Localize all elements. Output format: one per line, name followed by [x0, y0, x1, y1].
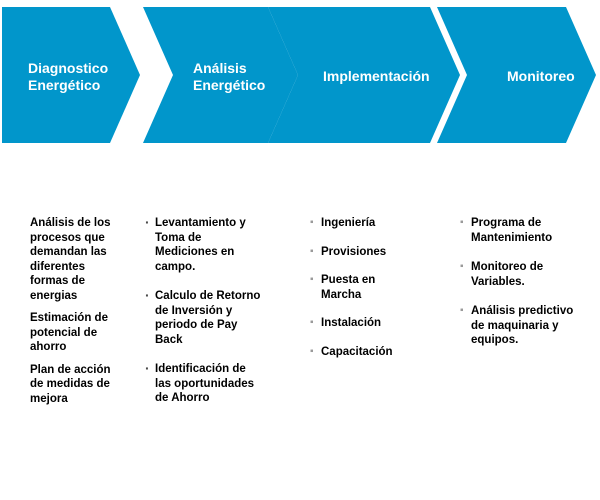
stage-1-activities: Análisis de los procesos que demandan la… [19, 216, 119, 414]
list-item: Ingeniería [310, 216, 410, 231]
stage-3-activities: Ingeniería Provisiones Puesta en Marcha … [310, 216, 410, 373]
chevron-stage-2 [143, 7, 298, 143]
stage-4-activities: Programa de Mantenimiento Monitoreo de V… [460, 216, 580, 363]
list-item: Capacitación [310, 345, 410, 360]
list-item: Plan de acción de medidas de mejora [30, 363, 111, 405]
list-item: Calculo de Retorno de Inversión y period… [145, 288, 263, 347]
list-item: Provisiones [310, 245, 410, 260]
list-item: Estimación de potencial de ahorro [30, 312, 108, 353]
list-item: Levantamiento y Toma de Mediciones en ca… [145, 215, 263, 274]
chevron-stage-3 [268, 7, 460, 143]
chevron-stage-4 [437, 7, 596, 143]
list-item: Programa de Mantenimiento [460, 216, 580, 245]
list-item: Monitoreo de Variables. [460, 260, 580, 289]
process-chevrons [2, 7, 596, 143]
list-item: Análisis predictivo de maquinaria y equi… [460, 304, 580, 348]
stage-title-monitoreo: Monitoreo [507, 68, 575, 84]
list-item: Identificación de las oportunidades de A… [145, 361, 263, 406]
stage-title-analisis: Análisis Energético [193, 60, 266, 93]
chevron-stage-1 [2, 7, 140, 143]
stage-title-implementacion: Implementación [323, 68, 430, 84]
list-item: Análisis de los procesos que demandan la… [30, 217, 111, 302]
list-item: Puesta en Marcha [310, 273, 410, 302]
list-item: Instalación [310, 316, 410, 331]
stage-title-diagnostico: Diagnostico Energético [28, 60, 109, 93]
stage-2-activities: Levantamiento y Toma de Mediciones en ca… [145, 215, 263, 421]
